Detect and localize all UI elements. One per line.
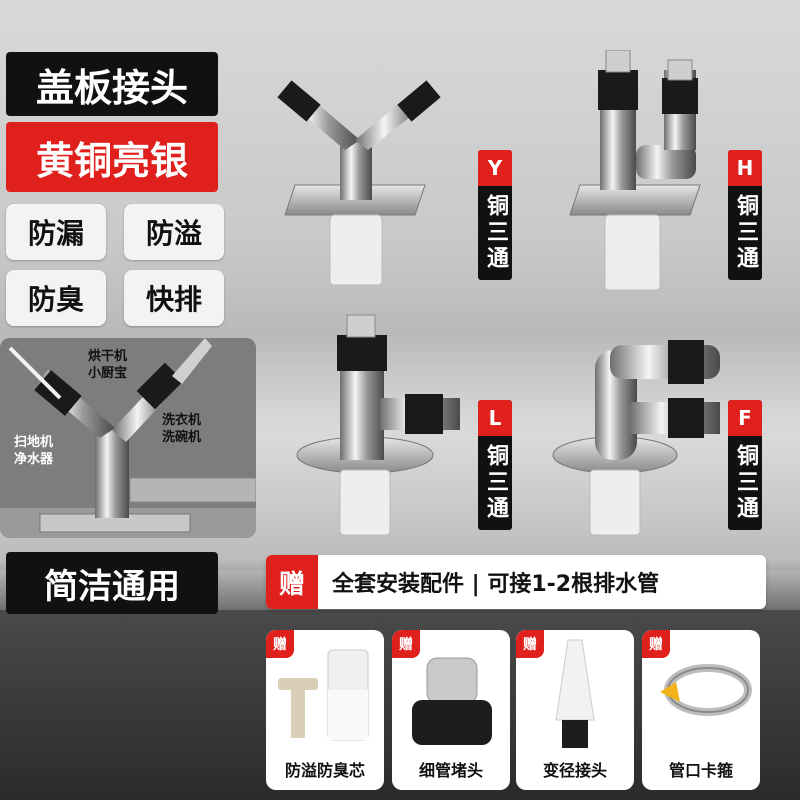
callout-robot-line2: 净水器	[14, 452, 54, 467]
product-label-y: Y 铜三通	[478, 150, 512, 280]
f-tee-image	[552, 340, 720, 536]
accessory-caption-2: 细管堵头	[418, 761, 483, 780]
product-letter-l: L	[478, 400, 512, 436]
product-label-l: L 铜三通	[478, 400, 512, 530]
product-text-f: 铜三通	[733, 444, 758, 522]
accessory-card-reducer: 赠 变径接头	[516, 630, 634, 790]
accessory-badge-3: 赠	[516, 630, 544, 658]
feature-badge-leak: 防漏	[6, 204, 106, 260]
material-badge: 黄铜亮银	[6, 122, 218, 192]
feature-badge-overflow: 防溢	[124, 204, 224, 260]
overflow-core-image	[278, 649, 369, 741]
accessory-caption-3: 变径接头	[542, 761, 607, 780]
callout-robot-line1: 扫地机	[14, 435, 54, 450]
usage-photo-illustration	[0, 338, 256, 538]
universal-badge: 简洁通用	[6, 552, 218, 614]
h-tee-image	[569, 50, 701, 291]
product-label-f: F 铜三通	[728, 400, 762, 530]
callout-dryer-line2: 小厨宝	[88, 366, 128, 381]
accessory-card-overflow-core: 赠 防溢防臭芯	[266, 630, 384, 790]
clamp-image	[660, 664, 752, 716]
product-text-l: 铜三通	[483, 444, 508, 522]
reducer-image	[555, 639, 595, 748]
product-letter-h: H	[728, 150, 762, 186]
product-text-y: 铜三通	[483, 194, 508, 272]
accessory-caption-4: 管口卡箍	[668, 761, 733, 780]
accessory-badge-2: 赠	[392, 630, 420, 658]
gift-badge: 赠	[266, 555, 318, 609]
callout-robot: 扫地机 净水器	[14, 434, 53, 468]
accessory-card-clamp: 赠 管口卡箍	[642, 630, 760, 790]
accessory-card-plug: 赠 细管堵头	[392, 630, 510, 790]
product-text-h: 铜三通	[733, 194, 758, 272]
accessory-badge-1: 赠	[266, 630, 294, 658]
callout-washer-line2: 洗碗机	[162, 430, 202, 445]
title-badge: 盖板接头	[6, 52, 218, 116]
gift-bar: 赠 全套安装配件 | 可接1-2根排水管	[266, 555, 766, 609]
accessory-badge-4: 赠	[642, 630, 670, 658]
l-tee-image	[296, 314, 460, 536]
feature-badge-fast: 快排	[124, 270, 224, 326]
gift-text: 全套安装配件 | 可接1-2根排水管	[332, 572, 660, 597]
callout-washer-line1: 洗衣机	[162, 413, 202, 428]
callout-dryer-line1: 烘干机	[88, 349, 128, 364]
product-letter-f: F	[728, 400, 762, 436]
accessory-caption-1: 防溢防臭芯	[284, 761, 365, 780]
feature-badge-odor: 防臭	[6, 270, 106, 326]
callout-dryer: 烘干机 小厨宝	[88, 348, 127, 382]
product-letter-y: Y	[478, 150, 512, 186]
callout-washer: 洗衣机 洗碗机	[162, 412, 201, 446]
plug-image	[412, 657, 492, 745]
product-label-h: H 铜三通	[728, 150, 762, 280]
usage-photo: 烘干机 小厨宝 洗衣机 洗碗机 扫地机 净水器	[0, 338, 256, 538]
y-tee-image	[277, 80, 441, 286]
